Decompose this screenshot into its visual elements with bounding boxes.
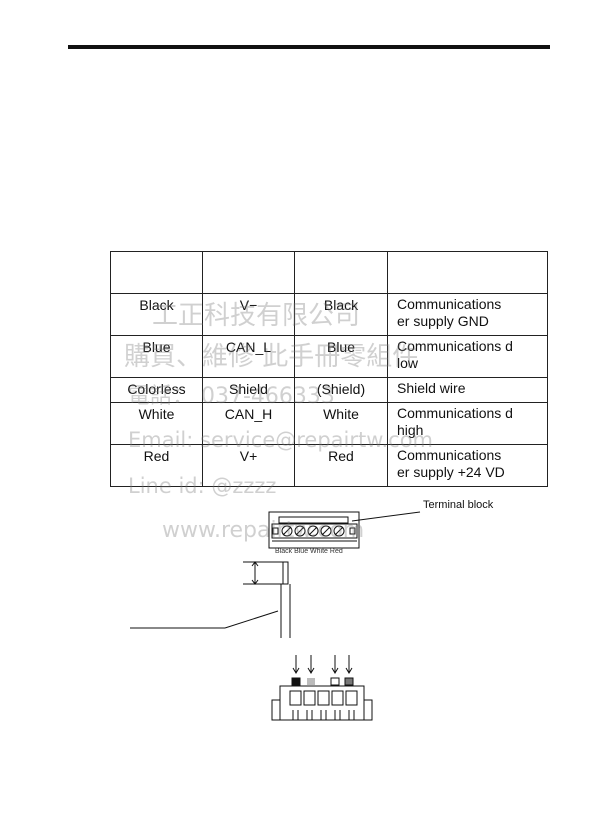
cell-wire: Red: [294, 444, 388, 487]
top-rule: [68, 45, 550, 49]
tb-label-blue: Blue: [294, 548, 309, 555]
table-row: Red V+ Red Communications er supply +24 …: [110, 444, 548, 487]
cell-desc: Communications d low: [387, 335, 548, 378]
tb-label-white: White: [310, 548, 328, 555]
tb-label-black: Black: [275, 548, 293, 555]
cell-signal: V+: [202, 444, 295, 487]
table-row: Blue CAN_L Blue Communications d low: [110, 335, 548, 378]
table-row: Colorless Shield (Shield) Shield wire: [110, 377, 548, 403]
cell-desc: Communications er supply +24 VD: [387, 444, 548, 487]
header-cell: [294, 251, 388, 294]
leader-line: [351, 511, 421, 522]
table-row: White CAN_H White Communications d high: [110, 402, 548, 445]
cell-signal: CAN_L: [202, 335, 295, 378]
wiring-table: Black V− Black Communications er supply …: [110, 251, 548, 487]
tb-label-red: Red: [329, 548, 343, 555]
table-header-row: [110, 251, 548, 294]
cell-wire: (Shield): [294, 377, 388, 403]
cable: [130, 561, 291, 638]
terminal-block: [268, 511, 360, 549]
cell-color: Colorless: [110, 377, 203, 403]
cell-color: White: [110, 402, 203, 445]
cell-signal: CAN_H: [202, 402, 295, 445]
cell-wire: White: [294, 402, 388, 445]
cell-desc: Communications er supply GND: [387, 293, 548, 336]
header-cell: [387, 251, 548, 294]
terminal-block-label: Terminal block: [423, 499, 494, 511]
cell-color: Red: [110, 444, 203, 487]
cell-color: Black: [110, 293, 203, 336]
terminal-color-labels: Black Blue White Red: [275, 548, 343, 555]
cell-desc: Communications d high: [387, 402, 548, 445]
cell-desc: Shield wire: [387, 377, 548, 403]
plug-connector: [271, 655, 373, 721]
cell-signal: Shield: [202, 377, 295, 403]
